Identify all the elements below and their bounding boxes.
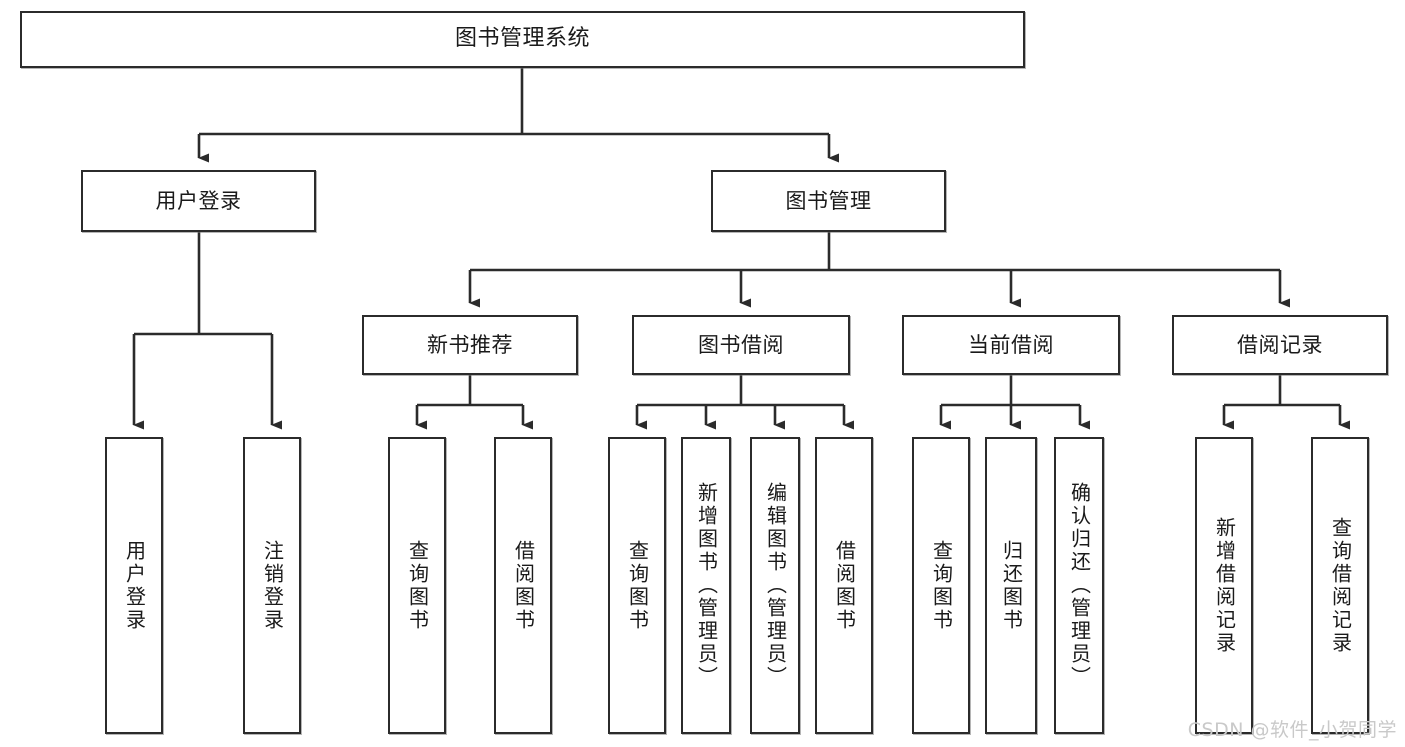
leaf-logout[interactable]: 注销登录 bbox=[243, 437, 301, 734]
leaf-query-book-current[interactable]: 查询图书 bbox=[912, 437, 970, 734]
node-label: 编辑图书（管理员） bbox=[763, 482, 788, 689]
node-current-borrowing[interactable]: 当前借阅 bbox=[902, 315, 1120, 375]
leaf-edit-book-admin[interactable]: 编辑图书（管理员） bbox=[750, 437, 800, 734]
node-label: 新增图书（管理员） bbox=[694, 482, 719, 689]
node-book-borrowing[interactable]: 图书借阅 bbox=[632, 315, 850, 375]
leaf-add-borrow-record[interactable]: 新增借阅记录 bbox=[1195, 437, 1253, 734]
node-label: 当前借阅 bbox=[968, 332, 1054, 357]
leaf-borrow-book-newbook[interactable]: 借阅图书 bbox=[494, 437, 552, 734]
leaf-add-book-admin[interactable]: 新增图书（管理员） bbox=[681, 437, 731, 734]
csdn-watermark: CSDN @软件_小贺同学 bbox=[1187, 719, 1397, 741]
node-label: 查询图书 bbox=[625, 539, 650, 632]
node-borrowing-records[interactable]: 借阅记录 bbox=[1172, 315, 1388, 375]
leaf-return-book[interactable]: 归还图书 bbox=[985, 437, 1037, 734]
leaf-query-borrow-record[interactable]: 查询借阅记录 bbox=[1311, 437, 1369, 734]
leaf-user-login[interactable]: 用户登录 bbox=[105, 437, 163, 734]
node-label: 借阅记录 bbox=[1237, 332, 1323, 357]
node-label: 查询图书 bbox=[929, 539, 954, 632]
node-label: 新书推荐 bbox=[427, 332, 513, 357]
leaf-borrow-book-borrowing[interactable]: 借阅图书 bbox=[815, 437, 873, 734]
node-root-book-management-system[interactable]: 图书管理系统 bbox=[20, 11, 1025, 68]
node-label: 确认归还（管理员） bbox=[1067, 482, 1092, 689]
node-label: 归还图书 bbox=[999, 539, 1024, 632]
node-label: 图书借阅 bbox=[698, 332, 784, 357]
leaf-query-book-newbook[interactable]: 查询图书 bbox=[388, 437, 446, 734]
node-label: 借阅图书 bbox=[832, 539, 857, 632]
leaf-confirm-return-admin[interactable]: 确认归还（管理员） bbox=[1054, 437, 1104, 734]
node-label: 新增借阅记录 bbox=[1212, 516, 1237, 655]
node-label: 查询图书 bbox=[405, 539, 430, 632]
node-label: 图书管理 bbox=[785, 188, 872, 213]
node-label: 借阅图书 bbox=[511, 539, 536, 632]
node-label: 查询借阅记录 bbox=[1328, 516, 1353, 655]
node-book-management[interactable]: 图书管理 bbox=[711, 170, 946, 232]
leaf-query-book-borrowing[interactable]: 查询图书 bbox=[608, 437, 666, 734]
node-label: 注销登录 bbox=[260, 539, 285, 632]
node-label: 图书管理系统 bbox=[454, 26, 590, 52]
node-user-login[interactable]: 用户登录 bbox=[81, 170, 316, 232]
node-label: 用户登录 bbox=[122, 539, 147, 632]
node-label: 用户登录 bbox=[155, 188, 242, 213]
node-new-book-recommendation[interactable]: 新书推荐 bbox=[362, 315, 578, 375]
